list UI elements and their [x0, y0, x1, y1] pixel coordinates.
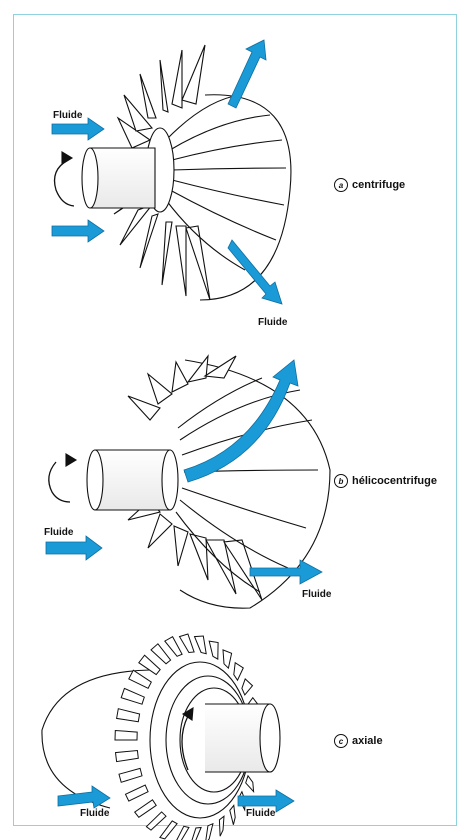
rotor-blade: [126, 785, 149, 801]
rotor-blade: [223, 650, 232, 668]
rotor-blade: [195, 636, 207, 654]
rotor-blade: [234, 663, 244, 681]
rotor-blade: [209, 641, 218, 659]
caption-letter-a: a: [334, 178, 348, 192]
caption-axial: c axiale: [334, 734, 383, 748]
rotor-blade: [135, 800, 157, 818]
rotor-blade: [121, 688, 144, 704]
caption-letter-b: b: [334, 474, 348, 488]
rotor-blade: [205, 824, 213, 840]
rotor-blade: [139, 655, 160, 674]
caption-centrifugal: a centrifuge: [334, 178, 405, 192]
rotor-blade: [246, 776, 254, 792]
rotor-blade: [165, 637, 182, 657]
caption-text-b: hélicocentrifuge: [352, 475, 437, 487]
rotor-blade: [119, 768, 142, 782]
rotor-blade: [151, 644, 171, 664]
fluid-label-b-outlet: Fluide: [302, 589, 331, 600]
rotor-blade: [242, 679, 253, 695]
rotor-blade: [116, 751, 139, 762]
fluid-label-b-inlet: Fluide: [44, 527, 73, 538]
rotor-blade: [117, 709, 140, 722]
caption-text-a: centrifuge: [352, 179, 405, 191]
fluid-label-a-outlet: Fluide: [258, 317, 287, 328]
caption-letter-c: c: [334, 734, 348, 748]
axial-rotor: [42, 634, 280, 840]
rotor-blade: [230, 805, 235, 824]
caption-mixed-flow: b hélicocentrifuge: [334, 474, 437, 488]
rotor-blade: [129, 670, 152, 688]
rotor-blade: [180, 634, 195, 653]
rotor-blade: [190, 828, 201, 840]
rotor-blade: [146, 812, 166, 830]
rotor-blade: [219, 816, 224, 836]
rotor-blade: [115, 731, 137, 741]
caption-text-c: axiale: [352, 735, 383, 747]
rotor-blade: [175, 826, 189, 840]
fluid-label-c-inlet: Fluide: [80, 808, 109, 819]
fluid-label-a-inlet: Fluide: [53, 110, 82, 121]
rotor-blade: [160, 821, 177, 839]
centrifugal-impeller: [55, 45, 291, 300]
fluid-label-c-outlet: Fluide: [246, 808, 275, 819]
